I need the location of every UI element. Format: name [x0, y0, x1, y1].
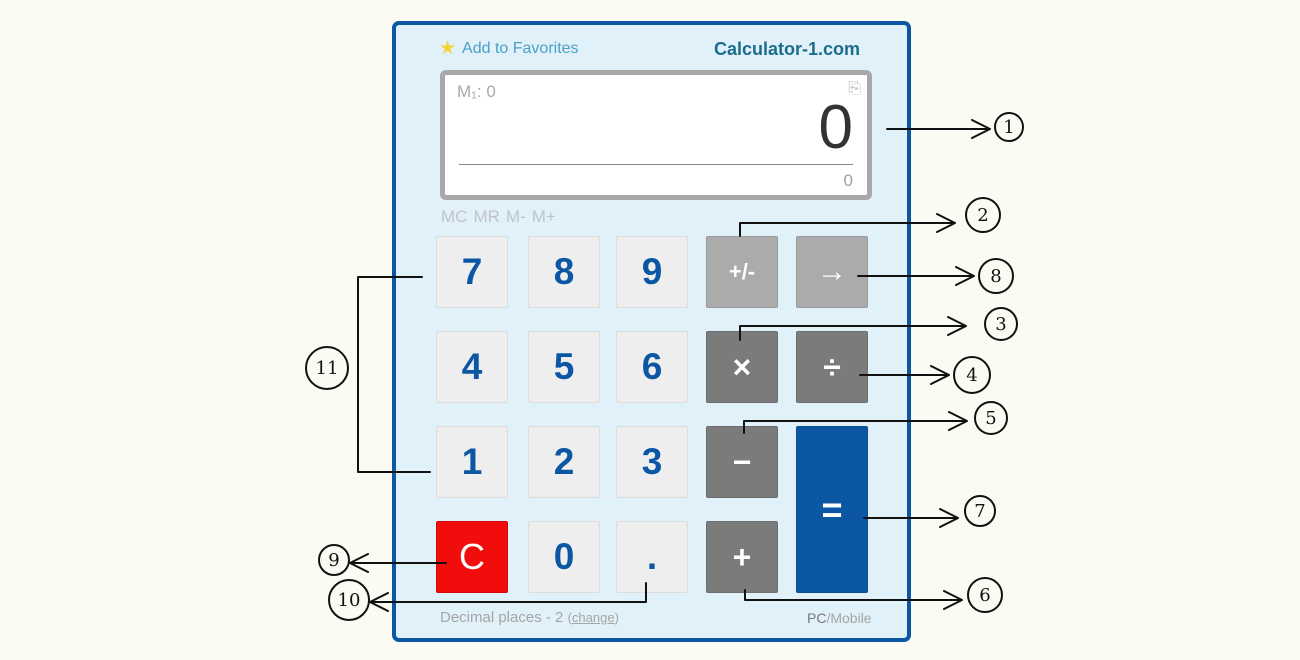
annotation-7: 7: [974, 501, 985, 522]
decimal-places-setting: Decimal places - 2 (change): [440, 609, 619, 626]
clear-button[interactable]: C: [436, 521, 508, 593]
annotation-1: 1: [1003, 117, 1014, 138]
version-switch: PC/Mobile: [807, 610, 872, 626]
key-0[interactable]: 0: [528, 521, 600, 593]
annotation-11: 11: [316, 358, 339, 379]
memory-keys: MC MR M- M+: [441, 207, 562, 227]
key-7[interactable]: 7: [436, 236, 508, 308]
m-plus-button[interactable]: M+: [531, 207, 556, 226]
add-to-favorites-link[interactable]: ★ Add to Favorites: [439, 39, 579, 58]
m-minus-button[interactable]: M-: [505, 207, 526, 226]
change-decimal-link[interactable]: change: [571, 610, 615, 625]
key-6[interactable]: 6: [616, 331, 688, 403]
mobile-version-link[interactable]: Mobile: [830, 610, 872, 626]
subtract-button[interactable]: −: [706, 426, 778, 498]
decimal-point-button[interactable]: .: [616, 521, 688, 593]
memory-indicator: M₁: 0: [457, 82, 496, 101]
favorites-label: Add to Favorites: [462, 39, 579, 57]
divide-button[interactable]: ÷: [796, 331, 868, 403]
calculator-panel: ★ Add to Favorites Calculator-1.com M₁: …: [392, 21, 911, 642]
brand-title: Calculator-1.com: [714, 39, 861, 59]
annotation-5: 5: [985, 408, 996, 429]
change-paren-close: ): [614, 610, 619, 625]
key-1[interactable]: 1: [436, 426, 508, 498]
display-result: 0: [843, 171, 853, 190]
annotation-10: 10: [338, 590, 361, 611]
multiply-button[interactable]: ×: [706, 331, 778, 403]
decimal-places-text: Decimal places - 2: [440, 609, 564, 626]
mr-button[interactable]: MR: [473, 207, 500, 226]
annotation-4: 4: [966, 365, 977, 386]
copy-icon[interactable]: ⎘: [848, 80, 861, 97]
display-divider: [459, 164, 853, 165]
annotation-8: 8: [990, 266, 1001, 287]
version-separator: /: [826, 610, 831, 626]
pc-version-link[interactable]: PC: [807, 610, 827, 626]
annotation-2: 2: [977, 205, 988, 226]
annotation-3: 3: [995, 314, 1006, 335]
key-3[interactable]: 3: [616, 426, 688, 498]
key-4[interactable]: 4: [436, 331, 508, 403]
equals-button[interactable]: =: [796, 426, 868, 593]
change-paren-open: (: [567, 610, 572, 625]
sign-toggle-button[interactable]: +/-: [706, 236, 778, 308]
calculator-display: M₁: 0 ⎘ 0 0: [440, 70, 872, 200]
annotation-6: 6: [979, 585, 990, 606]
display-value: 0: [818, 93, 853, 162]
star-icon: ★: [439, 38, 457, 59]
key-8[interactable]: 8: [528, 236, 600, 308]
annotation-9: 9: [328, 550, 339, 571]
key-5[interactable]: 5: [528, 331, 600, 403]
add-button[interactable]: +: [706, 521, 778, 593]
backspace-button[interactable]: →: [796, 236, 868, 308]
key-2[interactable]: 2: [528, 426, 600, 498]
key-9[interactable]: 9: [616, 236, 688, 308]
mc-button[interactable]: MC: [441, 207, 468, 226]
